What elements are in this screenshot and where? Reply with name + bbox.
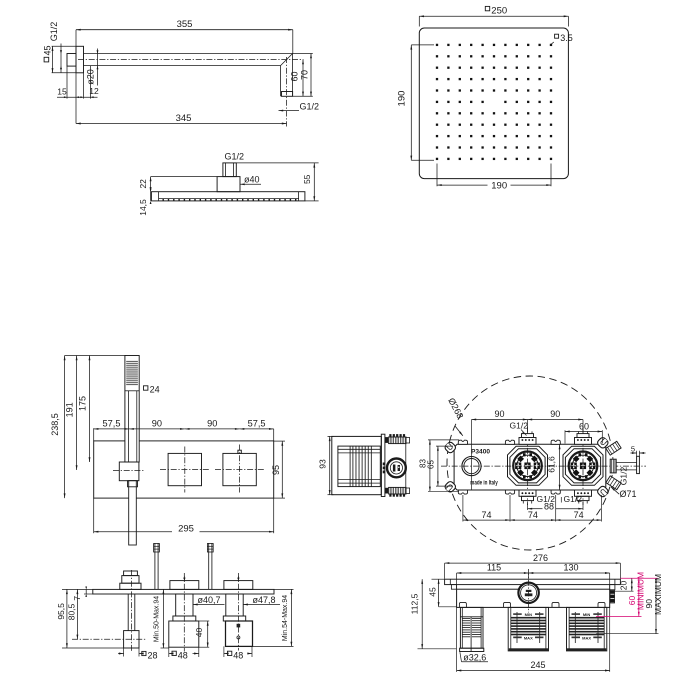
svg-text:190: 190 — [397, 91, 408, 107]
svg-text:276: 276 — [533, 553, 548, 563]
svg-text:90: 90 — [152, 419, 162, 429]
svg-text:250: 250 — [491, 6, 507, 17]
svg-text:83: 83 — [419, 459, 428, 468]
svg-text:G1/2: G1/2 — [510, 420, 529, 430]
svg-text:G1/2: G1/2 — [300, 101, 320, 111]
svg-text:355: 355 — [177, 19, 193, 30]
svg-text:80,5: 80,5 — [67, 603, 77, 620]
svg-text:238,5: 238,5 — [50, 413, 60, 436]
svg-text:MIN: MIN — [525, 612, 532, 617]
svg-text:45: 45 — [428, 587, 438, 597]
svg-text:MAXIMUM: MAXIMUM — [653, 574, 663, 615]
svg-text:made in Italy: made in Italy — [470, 480, 498, 486]
svg-text:74: 74 — [528, 510, 538, 520]
svg-text:112,5: 112,5 — [409, 593, 419, 614]
svg-text:40: 40 — [194, 628, 204, 638]
svg-text:5: 5 — [631, 444, 635, 453]
svg-text:MIN: MIN — [583, 612, 590, 617]
svg-text:90: 90 — [207, 419, 217, 429]
svg-text:3.5: 3.5 — [560, 33, 573, 43]
svg-text:Min.54-Max.94: Min.54-Max.94 — [282, 595, 289, 641]
svg-text:G1/2: G1/2 — [537, 494, 556, 504]
svg-text:Min.50-Max.94: Min.50-Max.94 — [154, 596, 161, 642]
svg-text:24: 24 — [150, 385, 160, 395]
svg-text:7: 7 — [72, 596, 82, 601]
svg-text:57,5: 57,5 — [248, 419, 266, 429]
svg-text:45: 45 — [42, 45, 52, 55]
svg-text:295: 295 — [178, 523, 194, 534]
svg-text:14,5: 14,5 — [138, 199, 148, 216]
svg-text:G1/2: G1/2 — [619, 467, 629, 486]
svg-text:P3400: P3400 — [471, 448, 490, 455]
svg-text:175: 175 — [77, 396, 87, 411]
svg-text:28: 28 — [148, 650, 158, 660]
svg-text:22: 22 — [138, 179, 148, 189]
svg-text:G1/2: G1/2 — [564, 494, 583, 504]
svg-text:95: 95 — [271, 465, 281, 475]
svg-text:48: 48 — [178, 651, 188, 661]
svg-text:20: 20 — [618, 581, 628, 591]
svg-text:60: 60 — [579, 421, 589, 431]
svg-text:95,5: 95,5 — [56, 603, 66, 620]
svg-text:74: 74 — [574, 510, 584, 520]
svg-text:57,5: 57,5 — [103, 419, 121, 429]
svg-text:88: 88 — [544, 501, 554, 511]
svg-text:ø40: ø40 — [244, 175, 260, 185]
svg-text:190: 190 — [491, 180, 507, 191]
svg-text:ø32,6: ø32,6 — [463, 652, 486, 662]
svg-text:15: 15 — [57, 87, 67, 97]
svg-text:Ø71: Ø71 — [620, 489, 637, 499]
svg-text:90: 90 — [644, 599, 654, 609]
svg-text:93: 93 — [317, 459, 327, 469]
svg-text:130: 130 — [563, 563, 578, 573]
svg-text:90: 90 — [494, 409, 504, 419]
svg-text:G1/2: G1/2 — [49, 22, 59, 42]
svg-text:12: 12 — [89, 86, 99, 96]
svg-text:60: 60 — [627, 596, 637, 606]
svg-text:55: 55 — [302, 174, 312, 184]
svg-text:61,6: 61,6 — [546, 456, 556, 473]
svg-text:191: 191 — [65, 402, 75, 417]
svg-text:MAX: MAX — [582, 635, 591, 640]
svg-text:90: 90 — [550, 409, 560, 419]
svg-text:65: 65 — [427, 460, 436, 469]
svg-text:70: 70 — [299, 70, 309, 80]
svg-text:115: 115 — [487, 563, 501, 573]
svg-text:245: 245 — [530, 660, 545, 670]
svg-text:48: 48 — [233, 651, 243, 661]
svg-text:74: 74 — [481, 510, 491, 520]
svg-text:345: 345 — [176, 113, 192, 124]
svg-text:MAX: MAX — [524, 635, 533, 640]
svg-text:60: 60 — [290, 71, 300, 81]
svg-text:ø40,7: ø40,7 — [198, 595, 221, 605]
svg-text:ø47,8: ø47,8 — [253, 595, 276, 605]
svg-text:MINIMUM: MINIMUM — [635, 572, 645, 610]
svg-text:G1/2: G1/2 — [224, 152, 244, 162]
